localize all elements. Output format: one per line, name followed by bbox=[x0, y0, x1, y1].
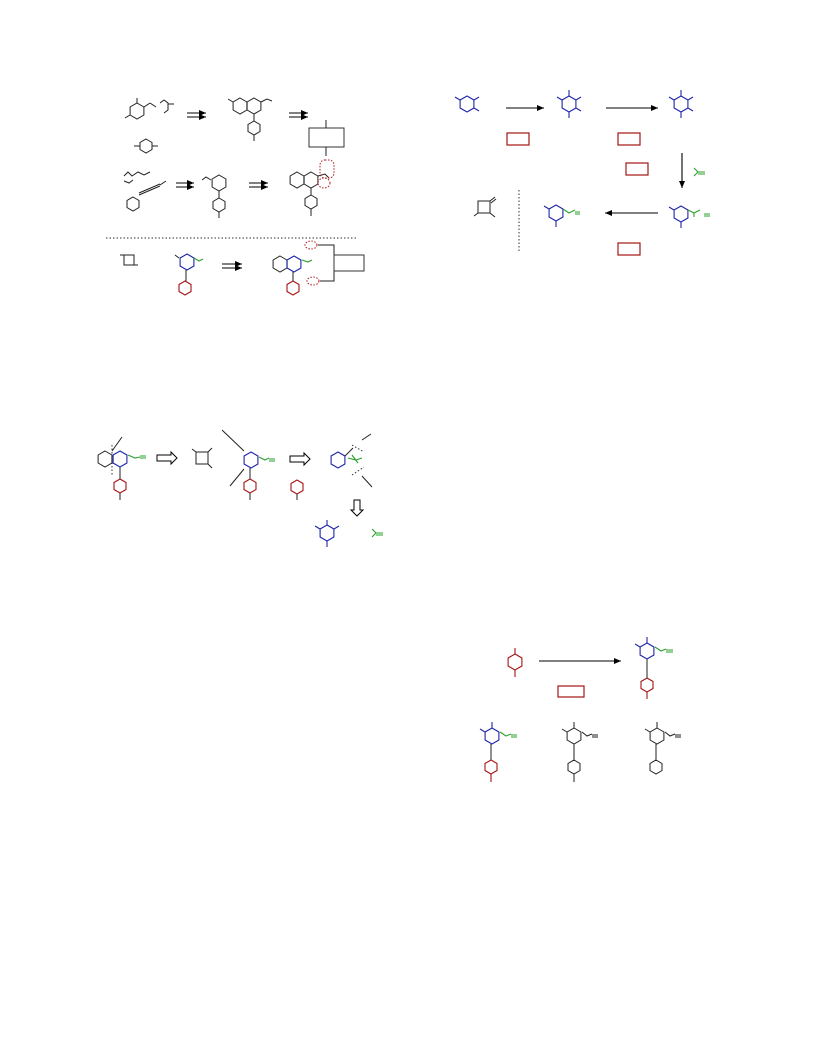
starting-material-1 bbox=[124, 98, 174, 120]
scheme-previous-syntheses bbox=[106, 97, 365, 296]
cyclobutene-fragment bbox=[191, 447, 213, 469]
target-molecule bbox=[97, 436, 146, 500]
diene-fragment bbox=[221, 429, 275, 500]
substrate-aryl bbox=[174, 253, 204, 296]
conditions-box bbox=[625, 162, 649, 176]
bracket-connector bbox=[318, 244, 365, 282]
intermediate-naphthalene-2 bbox=[289, 171, 330, 216]
isopropylidene-fragment bbox=[371, 528, 383, 538]
core-building-block bbox=[314, 520, 340, 547]
conditions-box bbox=[557, 685, 585, 698]
intermediate-naphthalene-1 bbox=[227, 97, 273, 141]
highlight-circle bbox=[317, 177, 331, 189]
conditions-box bbox=[617, 242, 641, 256]
compound-tetrasubstituted-2 bbox=[668, 90, 694, 118]
scheme-forward-route bbox=[454, 90, 710, 256]
transition-state bbox=[330, 433, 373, 488]
conditions-box bbox=[506, 132, 530, 146]
product-naphthalene bbox=[272, 255, 313, 296]
aryl-starting-material bbox=[507, 648, 523, 677]
compound-iodo-core bbox=[543, 204, 580, 227]
retro-arrow bbox=[289, 451, 311, 467]
reagent-tolyl bbox=[134, 138, 158, 154]
compound-with-isopropylidene bbox=[668, 205, 710, 228]
product-analog-3 bbox=[644, 722, 681, 775]
retro-arrow bbox=[156, 450, 178, 466]
highlight-circle bbox=[319, 159, 335, 179]
tolyl-fragment bbox=[290, 479, 304, 500]
coupled-product bbox=[634, 637, 673, 699]
scheme-aryl-coupling bbox=[479, 637, 681, 782]
product-analog-1 bbox=[479, 722, 517, 782]
starting-material-2 bbox=[123, 171, 167, 212]
conditions-box bbox=[617, 132, 641, 146]
scheme-retrosynthesis bbox=[97, 429, 383, 547]
compound-xylene bbox=[454, 95, 480, 113]
intermediate-benzene-2 bbox=[201, 174, 227, 218]
cyclobutane-reagent bbox=[120, 254, 138, 266]
highlight-circle bbox=[306, 276, 320, 286]
highlight-circle bbox=[304, 240, 318, 250]
reagent-isopropylidene bbox=[693, 167, 705, 177]
retro-arrow-down bbox=[349, 499, 365, 517]
compound-tetrasubstituted-1 bbox=[556, 90, 582, 118]
cyclobutene-reagent bbox=[473, 196, 497, 218]
target-box-1 bbox=[308, 120, 345, 156]
product-analog-2 bbox=[561, 722, 598, 782]
